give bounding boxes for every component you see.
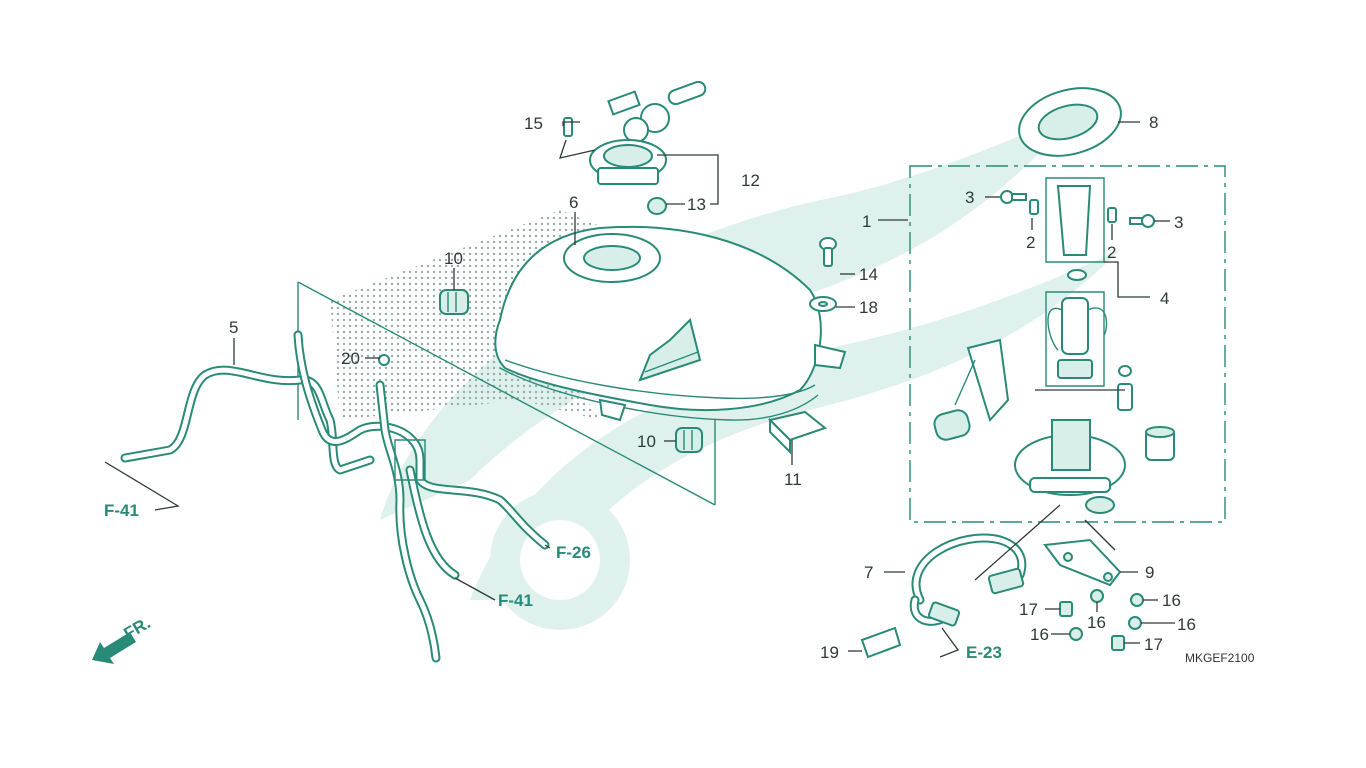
- screw-3-right[interactable]: [1129, 214, 1155, 228]
- callout-8: 8: [1149, 113, 1158, 132]
- fuel-level-sensor[interactable]: [932, 338, 1010, 442]
- callout-17-left: 17: [1019, 600, 1038, 619]
- callout-14: 14: [859, 265, 878, 284]
- cushion-rubber-10-lower[interactable]: [675, 427, 703, 453]
- callout-10-upper: 10: [444, 249, 463, 268]
- ref-e23[interactable]: E-23: [966, 643, 1002, 662]
- o-ring-pump[interactable]: [1117, 365, 1133, 411]
- fuel-hose-5[interactable]: [120, 330, 550, 663]
- screw-3-left[interactable]: [1000, 190, 1027, 204]
- callout-labels: 15 12 13 6 10 5 20 10 11 14 18 8 3 3 2 2…: [229, 113, 1196, 662]
- tank-group-frame-top: [297, 281, 716, 506]
- callout-19: 19: [820, 643, 839, 662]
- callout-4: 4: [1160, 289, 1169, 308]
- callout-2-left: 2: [1026, 233, 1035, 252]
- callout-3-left: 3: [965, 188, 974, 207]
- nut-16-d[interactable]: [1069, 627, 1083, 641]
- bolt-14[interactable]: [819, 237, 837, 267]
- nut-17-left[interactable]: [1059, 601, 1073, 617]
- callout-20: 20: [341, 349, 360, 368]
- fuel-tank[interactable]: [494, 225, 847, 422]
- fuel-cap-assembly[interactable]: [589, 80, 707, 185]
- clip-20[interactable]: [378, 354, 390, 366]
- callout-5: 5: [229, 318, 238, 337]
- callout-16-c: 16: [1177, 615, 1196, 634]
- callout-16-b: 16: [1162, 591, 1181, 610]
- callout-11: 11: [784, 470, 802, 489]
- reference-links: F-41 F-26 F-41 E-23: [104, 501, 1002, 662]
- callout-16-d: 16: [1030, 625, 1049, 644]
- pressure-regulator[interactable]: [1145, 426, 1175, 461]
- fuel-filter-4[interactable]: [1045, 177, 1105, 281]
- setting-plate-8[interactable]: [1011, 78, 1128, 167]
- callout-1: 1: [862, 212, 871, 231]
- screw-15[interactable]: [563, 117, 573, 137]
- callout-2-right: 2: [1107, 243, 1116, 262]
- leader-lines: [104, 121, 1175, 658]
- callout-15: 15: [524, 114, 543, 133]
- callout-9: 9: [1145, 563, 1154, 582]
- pump-base-plate[interactable]: [1014, 419, 1126, 514]
- callout-6: 6: [569, 193, 578, 212]
- arrow-front-icon: FR.: [92, 613, 154, 664]
- callout-18: 18: [859, 298, 878, 317]
- bracket-11[interactable]: [768, 410, 828, 455]
- nut-16-a[interactable]: [1090, 589, 1104, 603]
- ref-f41-lower[interactable]: F-41: [498, 591, 533, 610]
- cushion-rubber-10-upper[interactable]: [439, 289, 469, 315]
- nut-16-c[interactable]: [1128, 616, 1142, 630]
- callout-17-right: 17: [1144, 635, 1163, 654]
- callout-3-right: 3: [1174, 213, 1183, 232]
- diagram-code: MKGEF2100: [1185, 651, 1255, 665]
- callout-7: 7: [864, 563, 873, 582]
- clamp-19[interactable]: [860, 626, 902, 659]
- nut-16-b[interactable]: [1130, 593, 1144, 607]
- harness-7[interactable]: [909, 533, 1027, 627]
- ref-f26[interactable]: F-26: [556, 543, 591, 562]
- callout-13: 13: [687, 195, 706, 214]
- bracket-9[interactable]: [1043, 538, 1122, 587]
- clip-2-left[interactable]: [1029, 199, 1039, 215]
- callout-16-a: 16: [1087, 613, 1106, 632]
- ref-f41-left[interactable]: F-41: [104, 501, 139, 520]
- fuel-pump-assembly-frame: [909, 165, 1226, 523]
- callout-10-lower: 10: [637, 432, 656, 451]
- nut-17-right[interactable]: [1111, 635, 1125, 651]
- washer-18[interactable]: [809, 296, 837, 312]
- gasket-13[interactable]: [647, 197, 667, 215]
- fuel-pump-motor[interactable]: [1045, 291, 1108, 387]
- clip-2-right[interactable]: [1107, 207, 1117, 223]
- callout-12: 12: [741, 171, 760, 190]
